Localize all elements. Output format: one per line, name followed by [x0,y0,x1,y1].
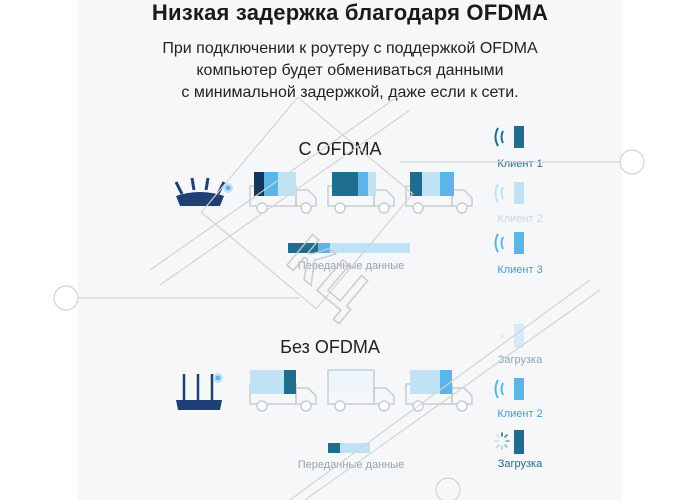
transferred-data-caption: Переданные данные [297,260,405,272]
subtitle-line: с минимальной задержкой, даже если к сет… [181,84,519,101]
signal-dot [225,185,231,191]
device-icon [494,182,524,204]
transferred-data-caption: Переданные данные [297,459,405,471]
transferred-data-bar [328,443,370,453]
device-icon [494,232,524,254]
truck-3 [405,172,473,214]
router-icon [176,373,223,410]
subtitle-line: компьютер будет обмениваться данными [196,62,504,79]
page-title: Низкая задержка благодаря OFDMA [151,0,549,25]
device-icon [494,126,524,148]
wifi6-router-icon [174,177,233,206]
client-label: Клиент 2 [497,213,543,225]
signal-dot [215,375,221,381]
loading-spinner-icon [494,430,524,454]
truck-1 [249,172,317,214]
truck-3 [405,370,473,412]
client-label: Клиент 3 [497,264,543,276]
router-antennas [174,177,226,195]
truck-2 [327,172,395,214]
device-icon [500,324,524,348]
client-label: Клиент 2 [497,408,543,420]
transferred-data-bar [288,243,410,253]
subtitle-line: При подключении к роутеру с поддержкой O… [162,40,538,57]
client-label: Загрузка [497,354,543,366]
client-label: Клиент 1 [497,158,543,170]
with-ofdma-heading: С OFDMA [298,139,382,159]
client-label: Загрузка [497,458,543,470]
device-icon [494,378,524,400]
router-body [176,192,224,206]
truck-2 [327,369,395,412]
router-antennas [182,374,214,400]
router-body [176,400,222,410]
page-subtitle: При подключении к роутеру с поддержкой O… [0,38,700,104]
truck-1 [249,370,317,412]
without-ofdma-heading: Без OFDMA [280,337,380,357]
